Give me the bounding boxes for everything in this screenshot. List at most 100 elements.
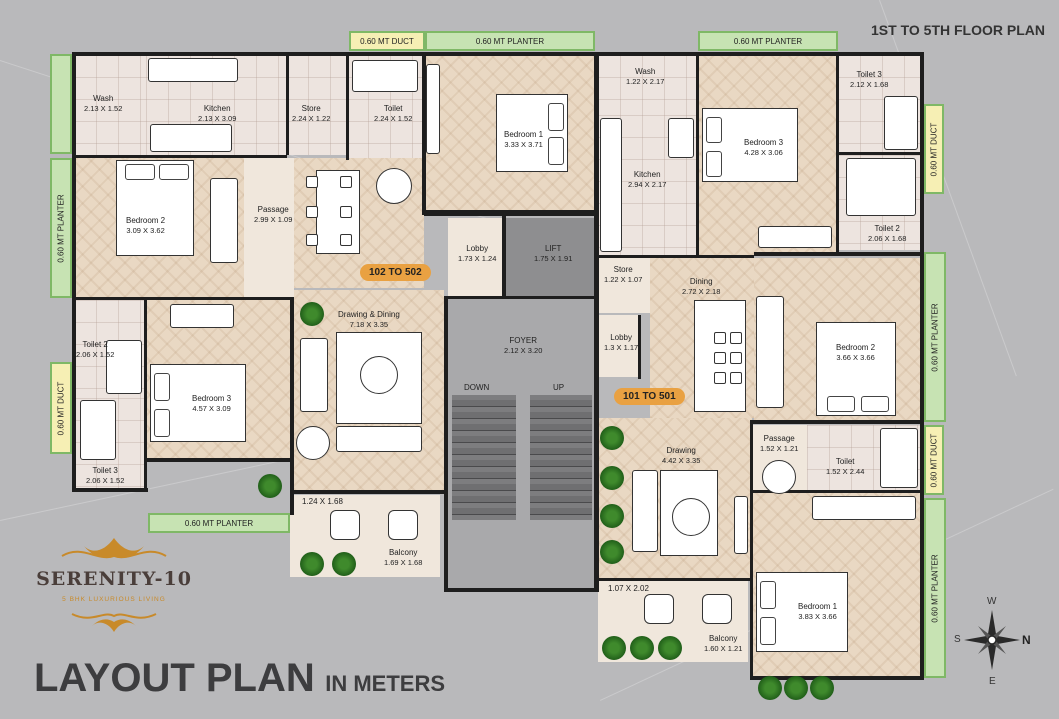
unit-tag-left: 102 TO 502 [360, 264, 431, 281]
layout-title-main: LAYOUT PLAN [34, 656, 315, 700]
left-wash-room [74, 55, 146, 155]
right-balcony-chair-1 [644, 594, 674, 624]
duct-label: 0.60 MT DUCT [929, 433, 939, 487]
right-toilet2-tub [846, 158, 916, 216]
left-kitchen-counter [148, 58, 238, 82]
plant-icon [300, 302, 324, 326]
duct-right-upper: 0.60 MT DUCT [924, 104, 944, 194]
plant-icon [630, 636, 654, 660]
left-sofa-side [300, 338, 328, 412]
compass-rose-icon [964, 610, 1020, 670]
plant-icon [600, 426, 624, 450]
plant-icon [300, 552, 324, 576]
right-wash-room [598, 55, 698, 115]
compass: W S N E [954, 596, 1032, 688]
right-kitchen-fridge [668, 118, 694, 158]
compass-e: E [989, 676, 996, 687]
plant-icon [784, 676, 808, 700]
right-bedroom1-wardrobe [812, 496, 916, 520]
right-toilet3-tub [884, 96, 918, 150]
right-store-room [598, 258, 650, 313]
left-round-table [376, 168, 412, 204]
left-bedroom3-wardrobe [170, 304, 234, 328]
left-center-rug [336, 332, 422, 424]
brand-logo: SERENITY-10 5 BHK LUXURIOUS LIVING [32, 534, 196, 634]
right-bedroom2-wardrobe [756, 296, 784, 408]
floor-plan-title: 1ST TO 5TH FLOOR PLAN [871, 22, 1045, 38]
planter-right-lower: 0.60 MT PLANTER [924, 498, 946, 678]
left-coffee-table [360, 356, 398, 394]
stairs-down [452, 395, 516, 520]
plant-icon [810, 676, 834, 700]
planter-right-upper: 0.60 MT PLANTER [924, 252, 946, 422]
planter-label: 0.60 MT PLANTER [475, 36, 545, 46]
left-store-room [286, 55, 346, 155]
plant-icon [758, 676, 782, 700]
plant-icon [602, 636, 626, 660]
planter-top-left: 0.60 MT PLANTER [425, 31, 595, 51]
duct-top: 0.60 MT DUCT [349, 31, 425, 51]
right-bedroom3-bed [702, 108, 798, 182]
right-bedroom3-wardrobe [758, 226, 832, 248]
label-right-balcony-extra: 1.07 X 2.02 [608, 584, 649, 593]
duct-left: 0.60 MT DUCT [50, 362, 72, 454]
left-passage-room [244, 158, 294, 298]
planter-label: 0.60 MT PLANTER [930, 302, 940, 372]
right-bedroom2-bed [816, 322, 896, 416]
duct-label: 0.60 MT DUCT [56, 381, 66, 435]
right-toilet-tub [880, 428, 918, 488]
left-balcony-chair-1 [330, 510, 360, 540]
left-bedroom3-bed [150, 364, 246, 442]
right-lobby-room [598, 315, 638, 377]
layout-title-units: IN METERS [325, 671, 446, 696]
left-sofa-main [336, 426, 422, 452]
stairs-up [530, 395, 592, 520]
left-dining-table [316, 170, 360, 254]
compass-n: N [1022, 633, 1031, 647]
right-bedroom1-bed [756, 572, 848, 652]
left-lobby-room [448, 218, 502, 296]
right-sofa-side [734, 496, 748, 554]
ornament-icon [61, 538, 167, 632]
lift-room [505, 218, 595, 296]
plant-icon [658, 636, 682, 660]
label-stairs-up: UP [553, 383, 565, 392]
left-side-table [296, 426, 330, 460]
planter-bottom-left: 0.60 MT PLANTER [148, 513, 290, 533]
label-left-balcony-extra: 1.24 X 1.68 [302, 497, 343, 506]
left-kitchen-island [150, 124, 232, 152]
left-bedroom2-bed [116, 160, 194, 256]
right-balcony-chair-2 [702, 594, 732, 624]
left-bedroom1-wardrobe [426, 64, 440, 154]
left-bathtub [352, 60, 418, 92]
right-coffee-table [672, 498, 710, 536]
duct-label: 0.60 MT DUCT [360, 36, 414, 46]
right-kitchen-counter [600, 118, 622, 252]
brand-name: SERENITY-10 [36, 568, 192, 590]
planter-left: 0.60 MT PLANTER [50, 158, 72, 298]
duct-right-lower: 0.60 MT DUCT [924, 425, 944, 495]
